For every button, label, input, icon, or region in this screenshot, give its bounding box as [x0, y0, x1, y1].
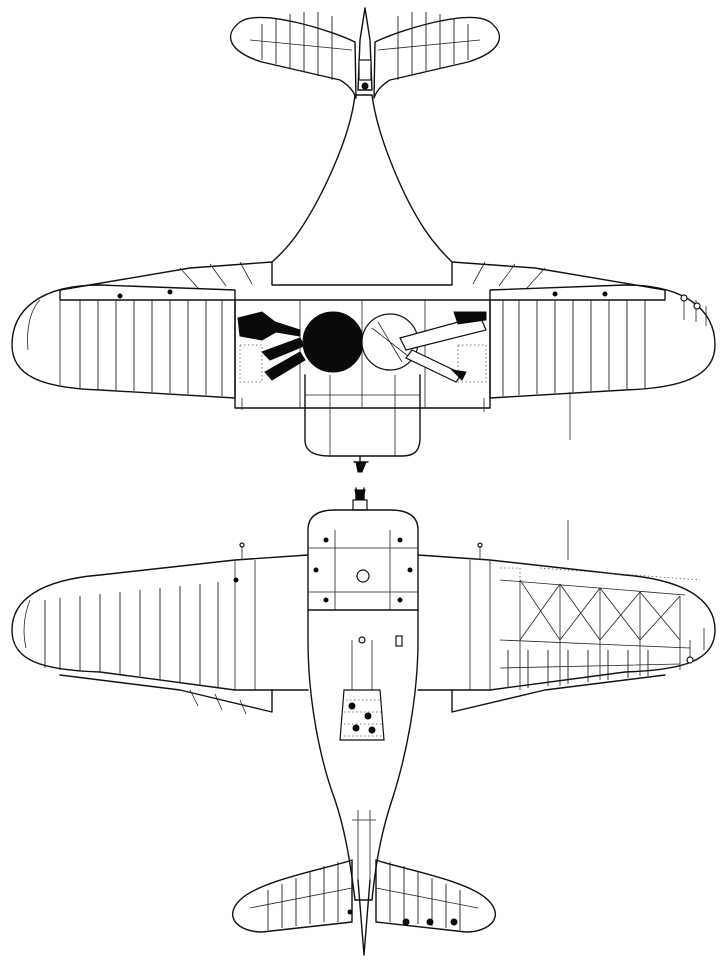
lower-view	[11, 487, 716, 956]
upper-centre-section	[234, 299, 491, 409]
upper-nose	[304, 374, 421, 473]
lower-fuselage	[307, 609, 419, 901]
upper-tailplane	[229, 7, 501, 99]
lower-tailplane	[232, 859, 496, 956]
upper-view	[11, 7, 716, 473]
lower-spinner	[352, 487, 368, 511]
upper-left-wing	[11, 261, 273, 410]
lower-cowling	[307, 509, 419, 611]
upper-fuselage	[271, 94, 453, 286]
lower-right-wing	[417, 520, 716, 713]
upper-right-wing	[451, 261, 716, 440]
lower-left-wing	[11, 542, 309, 715]
